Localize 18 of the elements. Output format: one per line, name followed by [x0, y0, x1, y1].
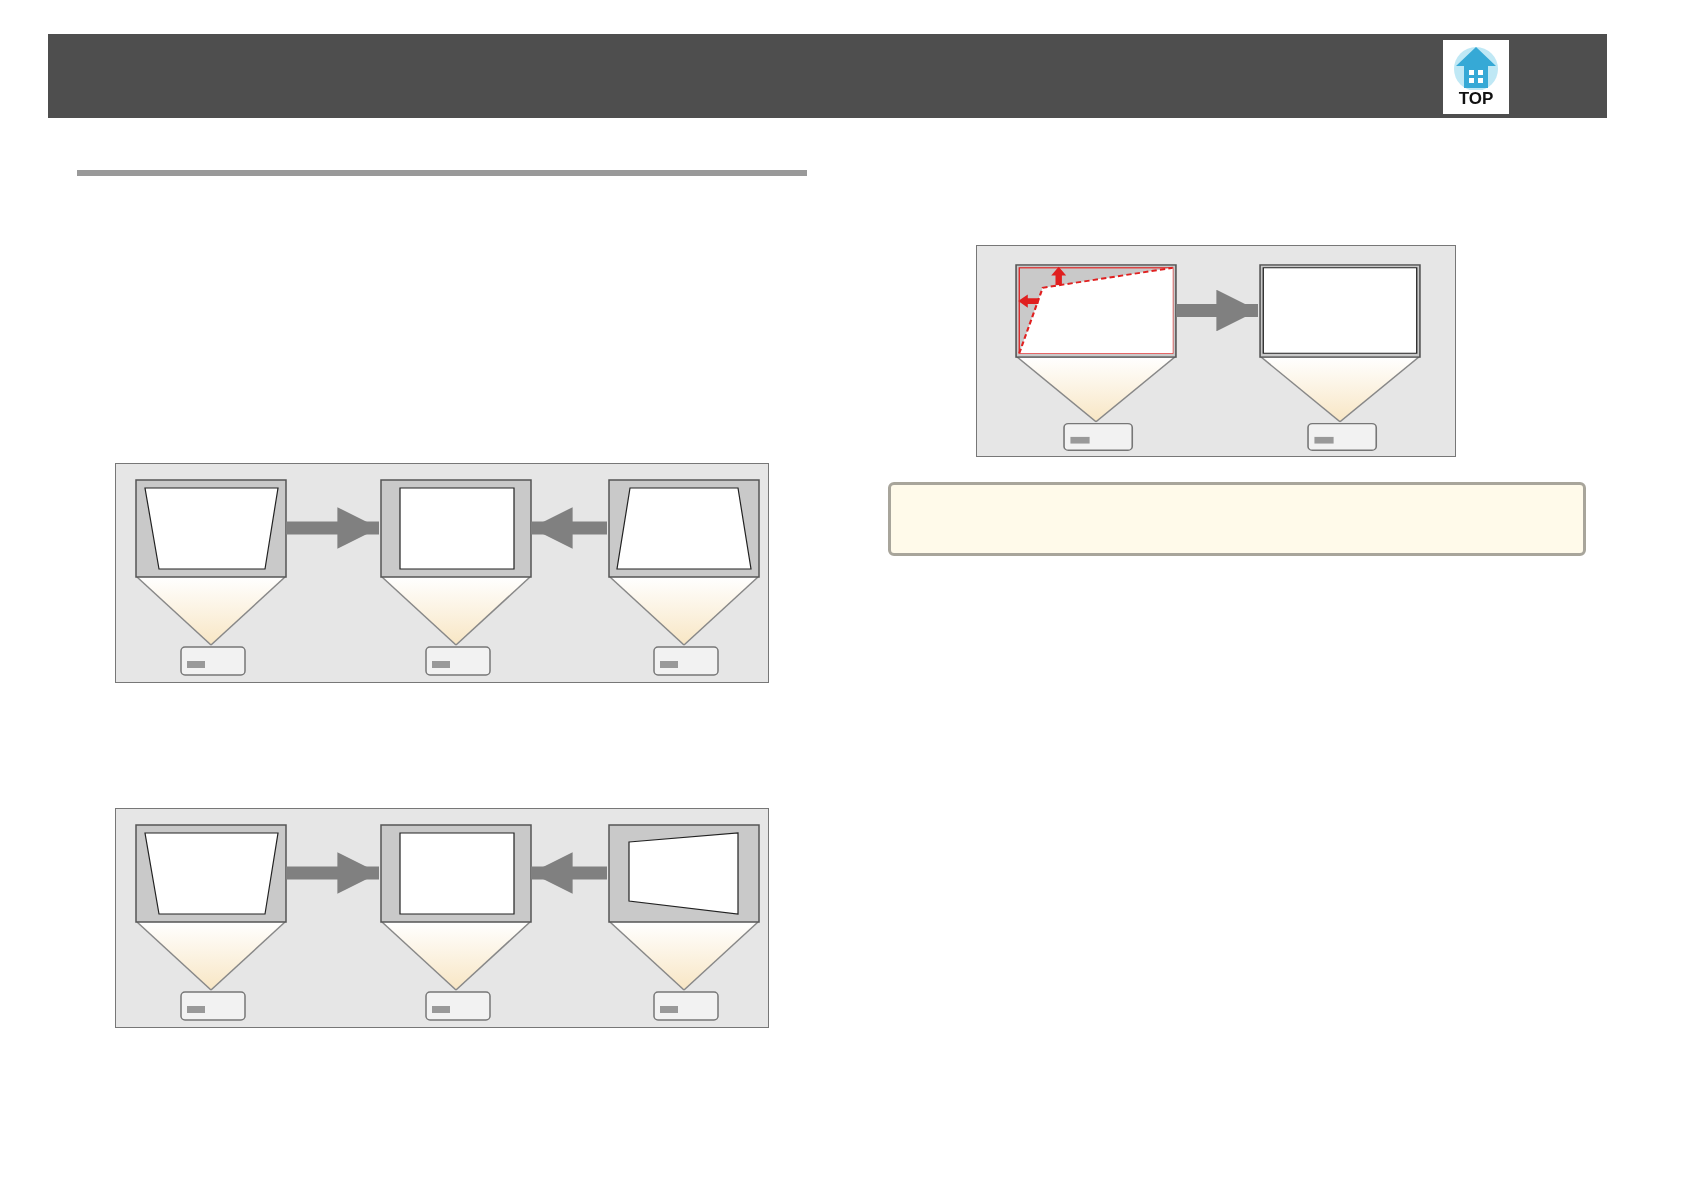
- projector-screen-drawing: [608, 479, 760, 679]
- projector-screen-drawing: [380, 479, 532, 679]
- projector-screen-drawing: [135, 479, 287, 679]
- projector-screen-drawing: [608, 824, 760, 1024]
- arrow: [531, 852, 607, 894]
- projector-screen-drawing: [135, 824, 287, 1024]
- home-button: TOP: [1443, 40, 1509, 114]
- note-box: [888, 482, 1586, 556]
- projector-screen-drawing: [380, 824, 532, 1024]
- illustration-panel: [115, 808, 769, 1028]
- arrow: [286, 507, 379, 549]
- arrow: [531, 507, 607, 549]
- projector-screen-drawing: [1259, 264, 1421, 454]
- arrow: [1176, 289, 1258, 332]
- projector-screen-drawing: [1015, 264, 1177, 454]
- arrow: [286, 852, 379, 894]
- illustration-panel: [976, 245, 1456, 457]
- illustration-panel: [115, 463, 769, 683]
